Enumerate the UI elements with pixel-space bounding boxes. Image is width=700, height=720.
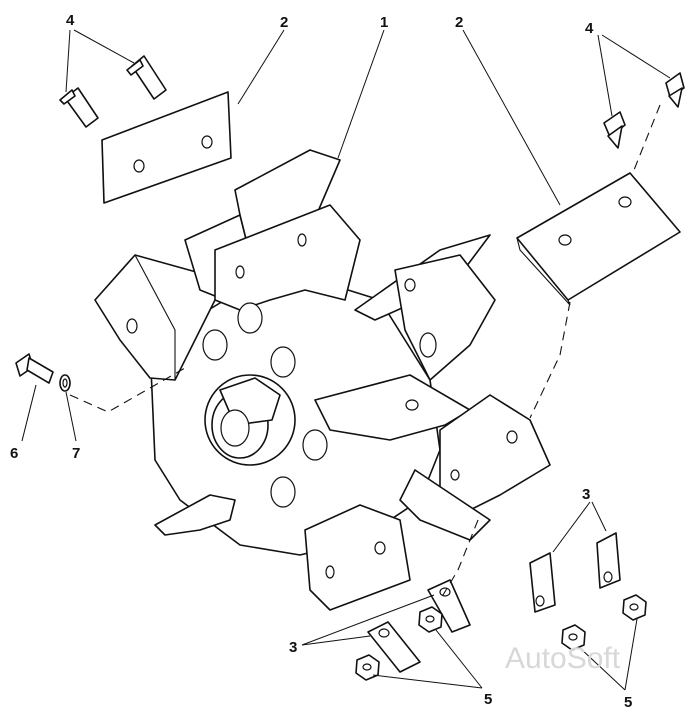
callouts: 1 2 2 4 4 6 7 3 3 5 5 xyxy=(10,12,632,711)
clips-lower-left xyxy=(367,579,471,673)
bolt-and-washer xyxy=(15,353,71,392)
callout-6: 6 xyxy=(10,445,18,462)
callout-7: 7 xyxy=(72,445,80,462)
callout-5-left: 5 xyxy=(484,691,492,708)
callout-3-right: 3 xyxy=(582,486,590,503)
callout-2-right: 2 xyxy=(455,14,463,31)
watermark: AutoSoft xyxy=(505,642,621,675)
bolt-pair-right xyxy=(603,72,685,149)
bolt-pair-left xyxy=(59,55,167,128)
callout-3-left: 3 xyxy=(289,639,297,656)
wear-plate-left xyxy=(101,91,232,204)
callout-4-left: 4 xyxy=(66,12,75,29)
callout-1: 1 xyxy=(380,14,388,31)
callout-4-right: 4 xyxy=(585,20,594,37)
wear-plate-right xyxy=(516,172,681,306)
rotor-assembly xyxy=(94,149,551,611)
nuts xyxy=(355,594,647,681)
callout-5-right: 5 xyxy=(624,694,632,711)
alignment-lines xyxy=(69,104,661,601)
callout-2-left: 2 xyxy=(280,14,288,31)
leader-lines xyxy=(21,29,671,691)
clips-lower-right xyxy=(529,532,621,613)
